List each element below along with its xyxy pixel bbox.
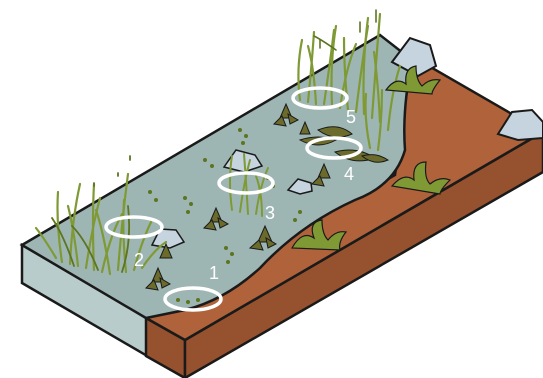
marker-label: 1 bbox=[209, 263, 219, 283]
marker-label: 5 bbox=[346, 107, 356, 127]
marker-label: 2 bbox=[134, 250, 144, 270]
marker-label: 3 bbox=[265, 203, 275, 223]
marker-label: 4 bbox=[344, 164, 354, 184]
